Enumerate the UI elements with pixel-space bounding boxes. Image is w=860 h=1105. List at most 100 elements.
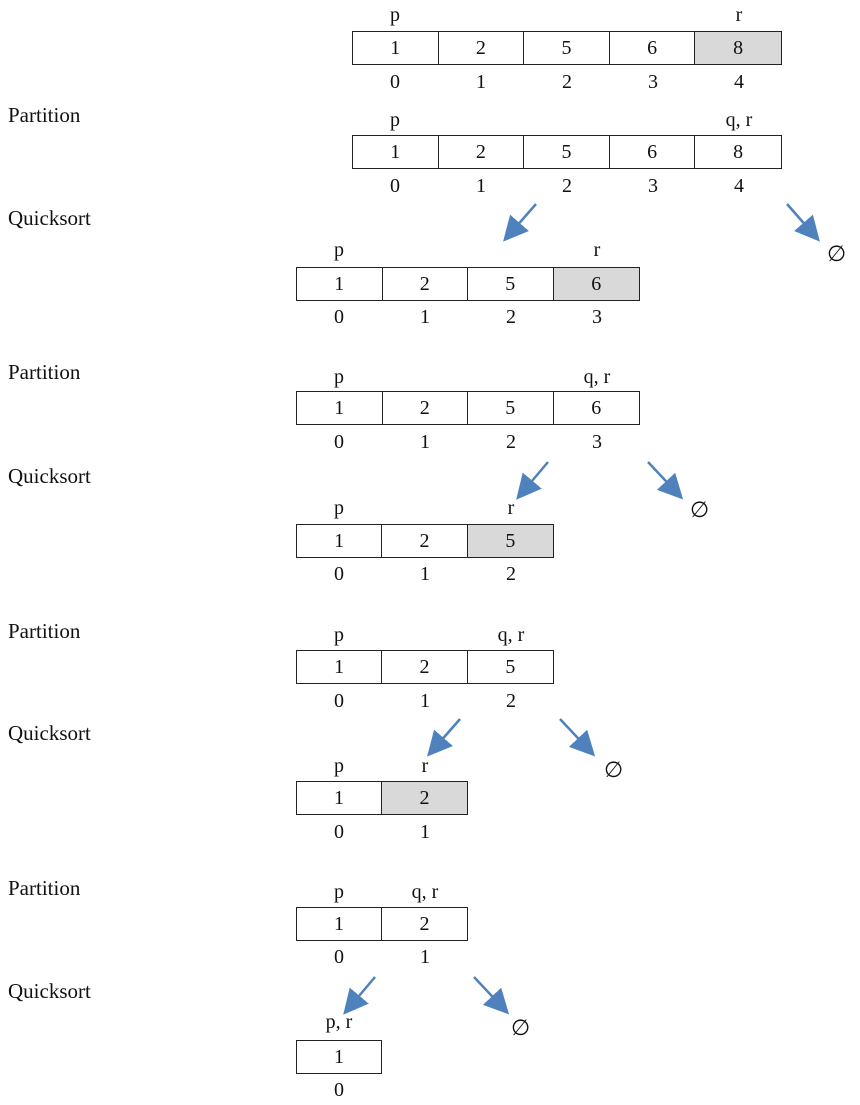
left-recursion-arrow [343, 976, 376, 1015]
array-cell: 1 [297, 651, 383, 683]
index-marker: r [593, 239, 601, 261]
array-index: 1 [420, 690, 430, 712]
array-cell: 2 [419, 912, 430, 935]
array-cell: 2 [382, 651, 468, 683]
array-index: 2 [506, 306, 516, 328]
array-index: 1 [420, 563, 430, 585]
array-index: 2 [506, 690, 516, 712]
right-recursion-arrow [647, 461, 684, 500]
array-index: 1 [476, 175, 486, 197]
array-cell: 1 [297, 392, 383, 424]
pivot-cell: 5 [467, 525, 553, 557]
empty-subarray-symbol: ∅ [690, 497, 710, 522]
step-label-partition: Partition [8, 360, 81, 384]
array-cell: 1 [353, 32, 439, 64]
step-label-quicksort: Quicksort [8, 206, 91, 230]
index-marker: p [334, 755, 344, 777]
step-label-quicksort: Quicksort [8, 464, 91, 488]
index-marker: r [735, 4, 743, 26]
array-index: 0 [390, 175, 400, 197]
empty-subarray-symbol: ∅ [604, 757, 624, 782]
array-cell: 1 [297, 525, 383, 557]
array-index: 2 [506, 431, 516, 453]
array-cell: 6 [610, 136, 696, 168]
array-cell: 1 [297, 268, 383, 300]
right-recursion-arrow [473, 976, 510, 1015]
array-index: 1 [420, 946, 430, 968]
array-index: 0 [334, 431, 344, 453]
index-marker: p [334, 624, 344, 646]
array-cell: 5 [505, 655, 516, 678]
step-label-partition: Partition [8, 619, 81, 643]
array-cell: 1 [297, 908, 382, 940]
array-index: 3 [648, 175, 658, 197]
array-index: 1 [420, 306, 430, 328]
array-index: 3 [592, 431, 602, 453]
right-recursion-arrow [786, 203, 820, 242]
index-marker: p, r [325, 1011, 353, 1033]
array-cell: 1 [334, 1045, 344, 1068]
array-cell: 6 [610, 32, 696, 64]
index-marker: p [334, 366, 344, 388]
index-marker: r [507, 497, 515, 519]
array-index: 4 [734, 71, 744, 93]
array-cell: 5 [468, 392, 554, 424]
array-cell: 1 [297, 782, 382, 814]
array-index: 4 [734, 175, 744, 197]
array-cell: 6 [591, 396, 602, 419]
array-index: 0 [334, 946, 344, 968]
array-index: 0 [334, 563, 344, 585]
array-index: 0 [334, 306, 344, 328]
index-marker: p [390, 4, 400, 26]
index-marker: q, r [411, 881, 439, 903]
left-recursion-arrow [516, 461, 549, 500]
array-index: 0 [334, 821, 344, 843]
index-marker: q, r [725, 109, 753, 131]
index-marker: p [334, 239, 344, 261]
array-index: 3 [648, 71, 658, 93]
left-recursion-arrow [503, 203, 537, 242]
array-cell: 8 [733, 140, 744, 163]
array-cell: 1 [353, 136, 439, 168]
index-marker: q, r [497, 624, 525, 646]
pivot-cell: 2 [382, 782, 467, 814]
array-cell: 5 [468, 268, 554, 300]
array-index: 1 [420, 821, 430, 843]
array-index: 2 [506, 563, 516, 585]
index-marker: p [334, 881, 344, 903]
index-marker: q, r [583, 366, 611, 388]
array-index: 1 [476, 71, 486, 93]
array-cell: 2 [382, 525, 468, 557]
step-label-partition: Partition [8, 103, 81, 127]
array-cell: 2 [439, 136, 525, 168]
index-marker: r [421, 755, 429, 777]
step-label-partition: Partition [8, 876, 81, 900]
empty-subarray-symbol: ∅ [827, 241, 847, 266]
array-index: 0 [390, 71, 400, 93]
left-recursion-arrow [427, 718, 461, 757]
array-index: 0 [334, 690, 344, 712]
array-cell: 2 [439, 32, 525, 64]
empty-subarray-symbol: ∅ [511, 1015, 531, 1040]
array-cell: 5 [524, 32, 610, 64]
array-index: 2 [562, 71, 572, 93]
array-cell: 2 [383, 268, 468, 300]
pivot-cell: 6 [553, 268, 639, 300]
step-label-quicksort: Quicksort [8, 979, 91, 1003]
array-cell: 5 [524, 136, 610, 168]
array-cell: 2 [383, 392, 468, 424]
step-label-quicksort: Quicksort [8, 721, 91, 745]
index-marker: p [334, 497, 344, 519]
array-index: 0 [334, 1079, 344, 1101]
index-marker: p [390, 109, 400, 131]
array-index: 3 [592, 306, 602, 328]
right-recursion-arrow [559, 718, 596, 757]
array-index: 1 [420, 431, 430, 453]
